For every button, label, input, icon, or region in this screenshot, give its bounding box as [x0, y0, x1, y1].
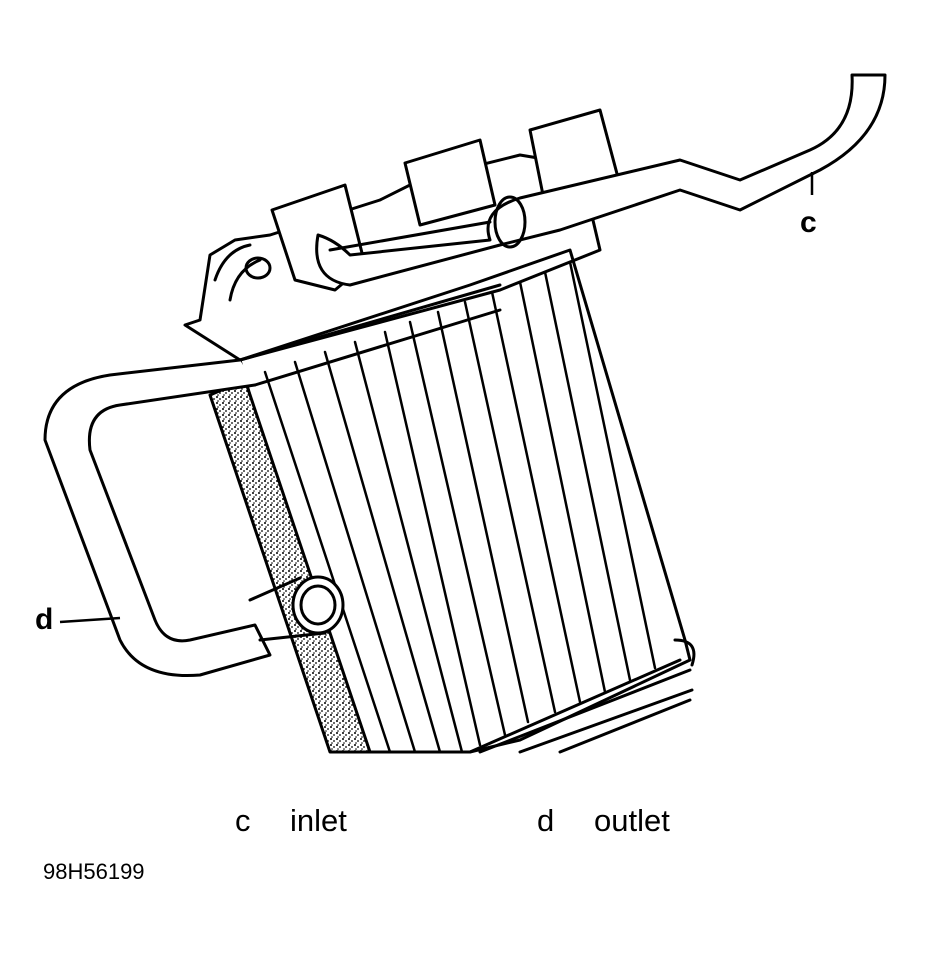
legend-label-outlet: outlet	[594, 803, 670, 838]
bracket-mid	[403, 138, 497, 227]
callout-c: c	[800, 206, 817, 239]
inlet-tube	[315, 73, 887, 287]
leader-d	[59, 616, 121, 624]
mount-bolt	[244, 256, 272, 280]
legend-letter-d: d	[537, 803, 555, 838]
seal-strip	[208, 378, 372, 754]
bottom-tank	[468, 638, 696, 754]
callout-d: d	[35, 603, 54, 636]
legend-label-inlet: inlet	[290, 803, 347, 838]
outlet-tube	[43, 358, 272, 678]
core-fins	[263, 260, 657, 754]
legend-letter-c: c	[235, 803, 251, 838]
figure-id: 98H56199	[43, 859, 145, 884]
